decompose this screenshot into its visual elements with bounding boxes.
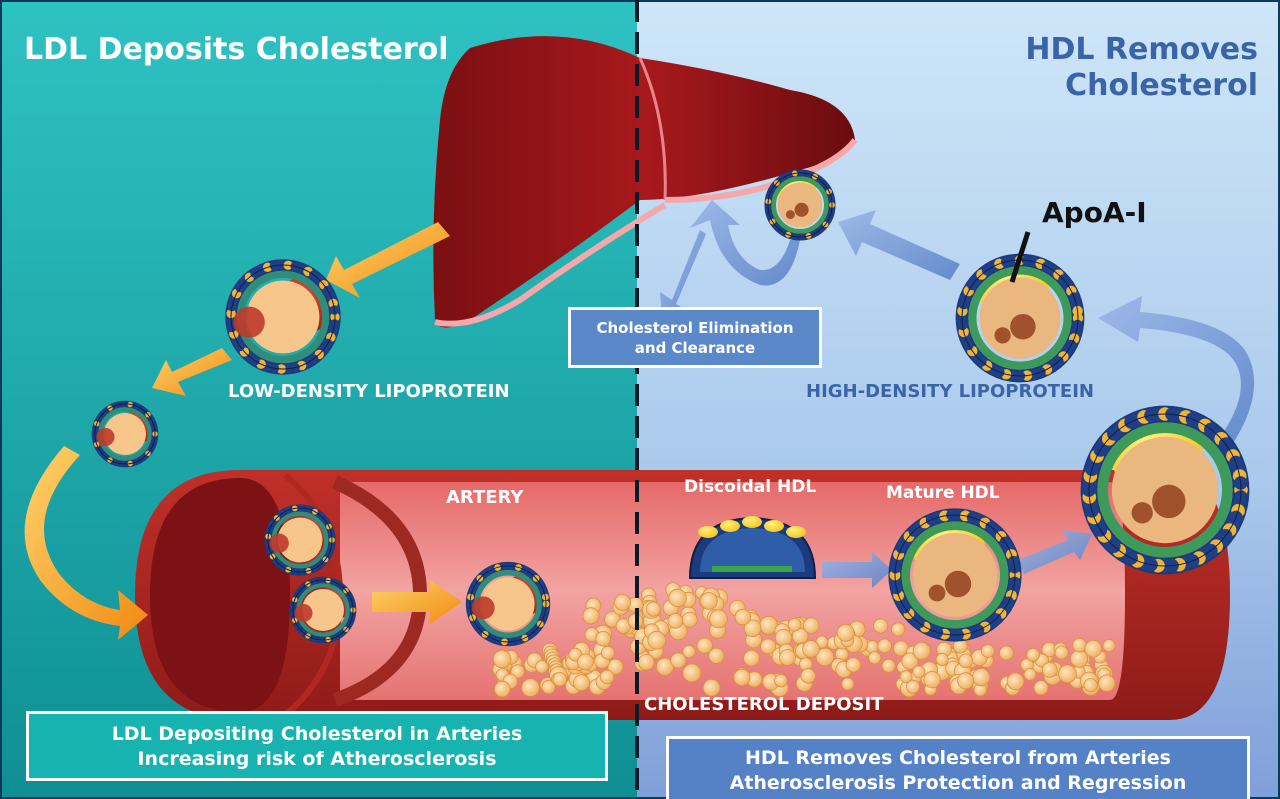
mature-hdl-label: Mature HDL	[886, 483, 1000, 503]
cholesterol-deposit-label: CHOLESTEROL DEPOSIT	[644, 694, 884, 715]
hdl-particle	[888, 508, 1022, 642]
hdl-particle	[764, 169, 836, 241]
ldl-particle	[465, 561, 551, 647]
elimination-line1: Cholesterol Elimination	[596, 319, 794, 337]
hdl-particle	[1080, 405, 1250, 575]
elimination-box: Cholesterol Elimination and Clearance	[568, 307, 822, 368]
ldl-particle	[225, 259, 341, 375]
hdl-caption-box: HDL Removes Cholesterol from Arteries At…	[666, 736, 1250, 799]
apoa-label: ApoA-I	[1042, 196, 1147, 229]
left-title: LDL Deposits Cholesterol	[24, 32, 449, 67]
ldl-particle	[264, 504, 336, 576]
hdl-caption-line1: HDL Removes Cholesterol from Arteries	[745, 747, 1171, 769]
hdl-arrows	[660, 200, 1255, 588]
ldl-particle	[289, 576, 357, 644]
ldl-arrows	[24, 222, 462, 640]
right-title-line2: Cholesterol	[1065, 68, 1258, 103]
ldl-caption-line2: Increasing risk of Atherosclerosis	[137, 748, 497, 770]
cholesterol-deposit	[492, 582, 1116, 698]
ldl-caption-box: LDL Depositing Cholesterol in Arteries I…	[26, 711, 608, 781]
hdl-particle	[955, 253, 1085, 383]
right-title-line1: HDL Removes	[1025, 32, 1258, 67]
ldl-caption-line1: LDL Depositing Cholesterol in Arteries	[111, 723, 523, 745]
artery-label: ARTERY	[446, 487, 524, 508]
lipoprotein-particles	[91, 169, 1250, 647]
apoa-pointer	[1009, 231, 1031, 283]
elimination-line2: and Clearance	[634, 339, 756, 357]
discoidal-hdl	[688, 516, 817, 579]
discoidal-hdl-label: Discoidal HDL	[684, 477, 817, 497]
ldl-label: LOW-DENSITY LIPOPROTEIN	[228, 381, 510, 402]
liver	[433, 36, 858, 328]
ldl-particle	[91, 400, 159, 468]
hdl-label: HIGH-DENSITY LIPOPROTEIN	[806, 381, 1094, 402]
hdl-caption-line2: Atherosclerosis Protection and Regressio…	[729, 772, 1187, 794]
